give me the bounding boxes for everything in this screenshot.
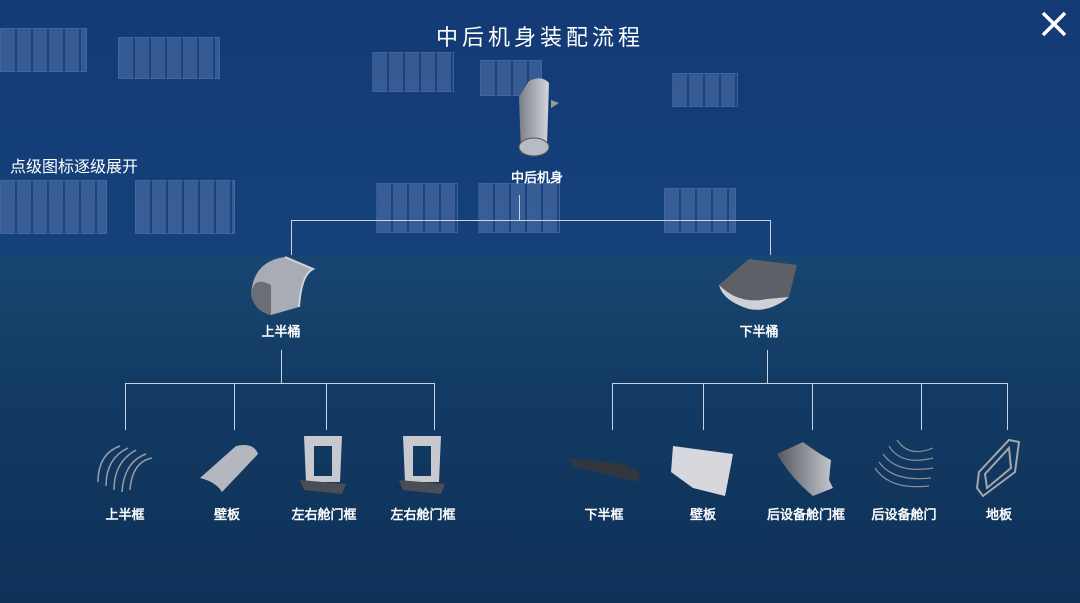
fuselage-icon [518, 78, 559, 157]
tree-connector [434, 383, 435, 430]
node-label: 后设备舱门框 [766, 508, 845, 523]
node-label: 下半桶 [739, 325, 779, 340]
window-decoration [135, 180, 235, 234]
tree-connector [125, 383, 126, 430]
tree-connector [1007, 383, 1008, 430]
tree-connector [767, 350, 768, 383]
tree-connector [291, 220, 770, 221]
window-decoration [0, 180, 107, 234]
lower-barrel-icon [719, 259, 797, 310]
background-floor [0, 255, 1080, 603]
floor-icon [975, 438, 1021, 498]
node-door-frame-2[interactable]: 左右舱门框 [363, 432, 483, 523]
tree-connector [612, 383, 613, 430]
tree-connector [234, 383, 235, 430]
node-door-frame-1[interactable]: 左右舱门框 [264, 432, 384, 523]
door-frame-icon [300, 436, 346, 494]
window-decoration [376, 183, 458, 233]
tree-connector [812, 383, 813, 430]
page-title: 中后机身装配流程 [435, 26, 644, 51]
upper-frame-icon [97, 445, 153, 493]
node-upper-frame[interactable]: 上半框 [65, 432, 185, 523]
node-label: 后设备舱门 [871, 508, 937, 523]
node-label: 上半桶 [261, 325, 301, 340]
node-floor[interactable]: 地板 [939, 432, 1059, 523]
window-decoration [664, 188, 736, 233]
panel-icon [671, 446, 733, 496]
close-icon [1041, 11, 1067, 37]
node-upper-panel[interactable]: 壁板 [167, 432, 287, 523]
tree-connector [125, 383, 434, 384]
node-equipment-door-frame[interactable]: 后设备舱门框 [746, 432, 866, 523]
window-decoration [372, 52, 454, 92]
expand-hint: 点级图标逐级展开 [10, 157, 139, 176]
tree-connector [921, 383, 922, 430]
node-label: 地板 [985, 508, 1012, 523]
equipment-door-icon [874, 439, 934, 488]
tree-connector [281, 350, 282, 383]
lower-frame-icon [568, 458, 640, 482]
node-label: 左右舱门框 [291, 508, 357, 523]
tree-connector [291, 220, 292, 255]
window-decoration [672, 73, 738, 107]
node-label: 左右舱门框 [390, 508, 456, 523]
node-label: 壁板 [689, 508, 716, 523]
node-lower-frame[interactable]: 下半框 [544, 432, 664, 523]
node-mid-rear-fuselage[interactable]: 中后机身 [477, 75, 597, 186]
window-decoration [0, 28, 87, 72]
tree-connector [519, 195, 520, 220]
tree-connector [703, 383, 704, 430]
upper-barrel-icon [251, 256, 316, 315]
node-label: 中后机身 [510, 171, 563, 186]
node-upper-barrel[interactable]: 上半桶 [221, 255, 341, 340]
node-lower-barrel[interactable]: 下半桶 [699, 255, 819, 340]
panel-icon [200, 445, 258, 492]
node-label: 上半框 [105, 508, 145, 523]
tree-connector [326, 383, 327, 430]
node-label: 下半框 [584, 508, 624, 523]
tree-connector [612, 383, 1007, 384]
window-decoration [118, 37, 220, 79]
node-lower-panel[interactable]: 壁板 [643, 432, 763, 523]
node-equipment-door[interactable]: 后设备舱门 [844, 432, 964, 523]
equipment-door-frame-icon [777, 442, 833, 496]
tree-connector [770, 220, 771, 255]
close-button[interactable] [1038, 8, 1070, 40]
node-label: 壁板 [213, 508, 240, 523]
door-frame-icon [399, 436, 445, 494]
